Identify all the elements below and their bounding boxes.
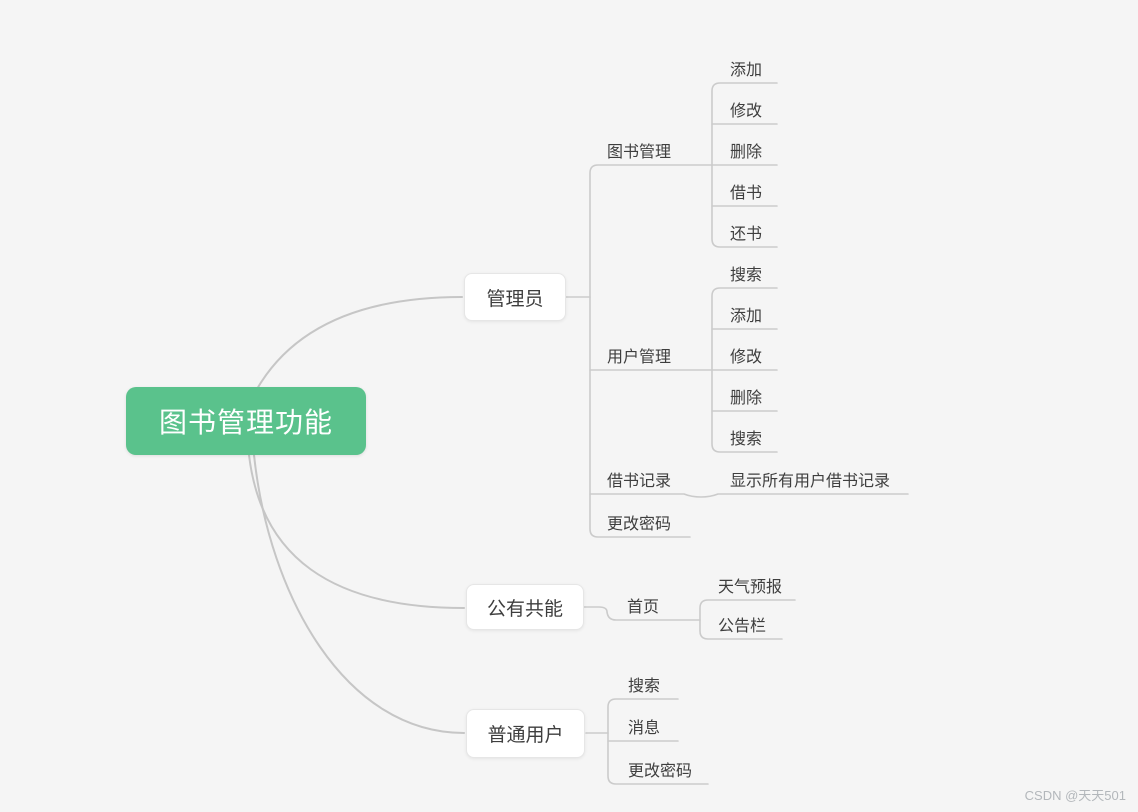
leaf-user-search-2[interactable]: 搜索 (730, 431, 763, 448)
leaf-user-search[interactable]: 搜索 (730, 267, 763, 284)
node-normal-user[interactable]: 普通用户 (466, 709, 585, 758)
leaf-book-edit[interactable]: 修改 (730, 103, 763, 120)
node-public-functions[interactable]: 公有共能 (466, 584, 584, 630)
root-node[interactable]: 图书管理功能 (126, 387, 366, 455)
watermark-text: CSDN @天天501 (1024, 788, 1126, 803)
curve-root-to-admin (256, 296, 463, 390)
leaf-book-delete[interactable]: 删除 (730, 144, 763, 161)
branch-borrow-records[interactable]: 借书记录 (607, 473, 672, 490)
leaf-book-return[interactable]: 还书 (730, 226, 763, 243)
branch-book-management[interactable]: 图书管理 (607, 144, 672, 161)
branch-home-page[interactable]: 首页 (627, 599, 660, 616)
leaf-normal-search[interactable]: 搜索 (628, 678, 661, 695)
leaf-user-edit[interactable]: 修改 (730, 349, 763, 366)
leaf-user-add[interactable]: 添加 (730, 308, 763, 325)
leaf-user-delete[interactable]: 删除 (730, 390, 763, 407)
leaf-normal-change-password[interactable]: 更改密码 (628, 763, 693, 780)
branch-user-management[interactable]: 用户管理 (607, 349, 672, 366)
leaf-bulletin-board[interactable]: 公告栏 (718, 618, 767, 635)
curve-root-to-public (248, 454, 465, 609)
node-admin[interactable]: 管理员 (464, 273, 566, 321)
leaf-weather-forecast[interactable]: 天气预报 (718, 579, 783, 596)
leaf-book-add[interactable]: 添加 (730, 62, 763, 79)
curve-root-to-normal-user (253, 454, 465, 734)
leaf-normal-messages[interactable]: 消息 (628, 720, 661, 737)
leaf-book-borrow[interactable]: 借书 (730, 185, 763, 202)
leaf-show-all-borrow-records[interactable]: 显示所有用户借书记录 (730, 473, 891, 490)
branch-change-password[interactable]: 更改密码 (607, 516, 672, 533)
